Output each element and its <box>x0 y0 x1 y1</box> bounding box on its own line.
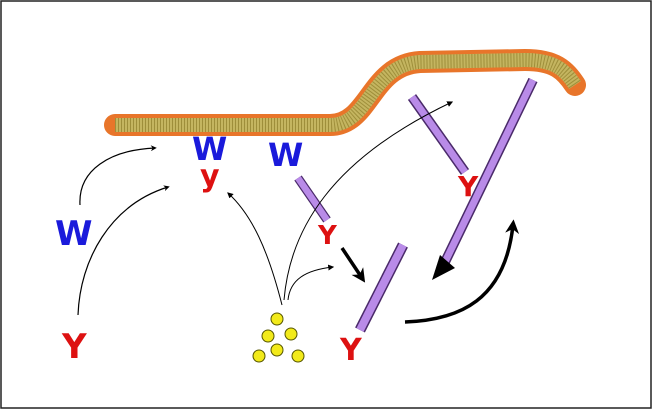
free-w-receptor-icon: W <box>55 214 93 254</box>
svg-text:Y: Y <box>339 333 363 368</box>
cell-membrane <box>104 48 586 136</box>
rod-long <box>440 77 538 265</box>
free-y-receptor-icon: Y <box>61 327 87 367</box>
yellow-beads <box>252 312 305 363</box>
arrow-w-to-membrane <box>79 145 157 206</box>
membrane-receptor-w-left-icon: W <box>192 130 227 168</box>
rod-middle: Y <box>339 242 408 368</box>
bead <box>252 349 266 363</box>
bead <box>270 343 284 357</box>
bead <box>261 329 275 343</box>
bead <box>270 312 284 326</box>
membrane-receptor-w-right-icon: W <box>268 136 303 174</box>
bead <box>284 327 298 341</box>
rod-upper-right: Y <box>407 94 479 203</box>
arrow-middle-to-right <box>404 219 520 324</box>
arrow-y-to-membrane <box>77 185 170 316</box>
bead <box>291 349 305 363</box>
rod-small: Y <box>294 175 338 251</box>
arrow-beads-to-upper-rod <box>283 101 454 301</box>
arrow-beads-to-bound-y <box>227 192 283 306</box>
arrow-beads-to-middle <box>287 264 335 301</box>
arrow-small-rod-to-middle-rod <box>340 247 366 283</box>
svg-text:Y: Y <box>317 221 338 251</box>
bound-y-receptor-icon: y <box>200 159 220 194</box>
long-rod-arrowhead <box>432 255 455 280</box>
